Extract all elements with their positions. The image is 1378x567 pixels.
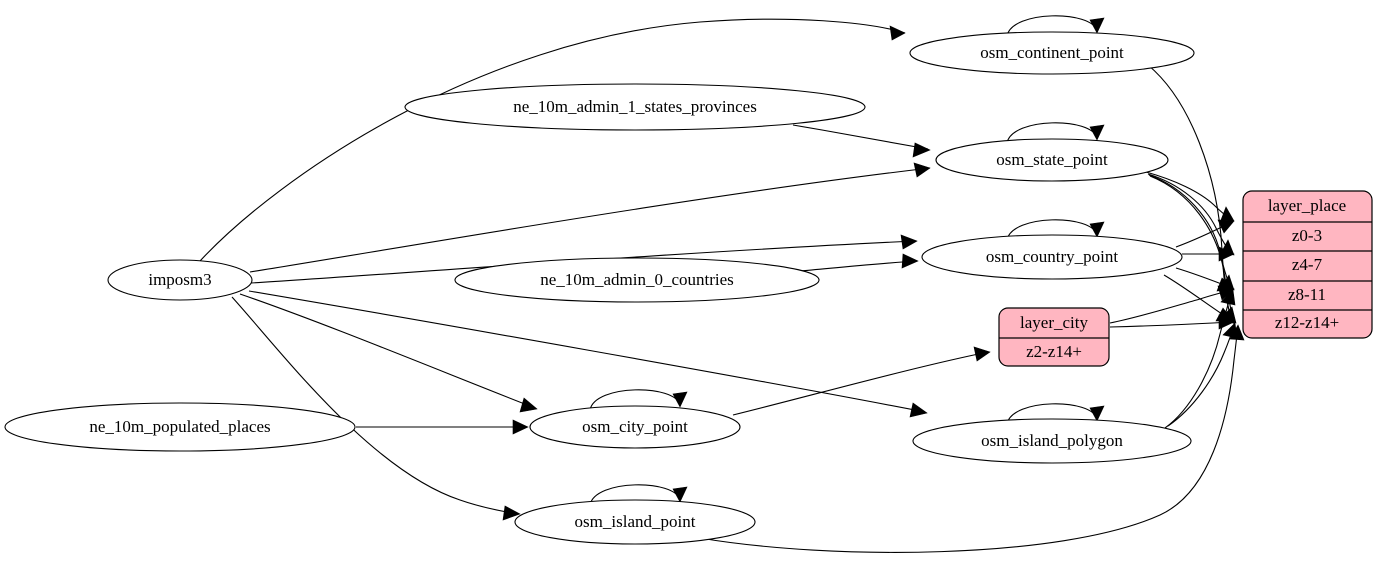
edge-osm_island_polygon-to-layer_place-z12	[1167, 322, 1238, 427]
node-layer: imposm3 ne_10m_admin_1_states_provinces …	[4, 31, 1195, 545]
edge-ne_10m_admin_0_countries-to-osm_country_point	[799, 253, 919, 272]
node-ne_10m_admin_1_states_provinces-label: ne_10m_admin_1_states_provinces	[513, 97, 757, 116]
node-imposm3[interactable]: imposm3	[107, 259, 253, 301]
node-osm_island_point-label: osm_island_point	[575, 512, 696, 531]
edge-layer_city-to-layer_place-z12	[1109, 314, 1235, 330]
node-osm_city_point-label: osm_city_point	[582, 417, 688, 436]
edge-imposm3-to-osm_continent_point	[199, 18, 906, 262]
record-layer_place-row-z8-11[interactable]: z8-11	[1288, 285, 1326, 304]
node-osm_state_point[interactable]: osm_state_point	[935, 138, 1169, 182]
edge-imposm3-to-osm_island_polygon	[248, 290, 928, 418]
node-osm_island_polygon-label: osm_island_polygon	[981, 431, 1123, 450]
edge-imposm3-to-osm_city_point	[239, 293, 538, 413]
edge-osm_city_point-to-layer_city-z2	[732, 346, 991, 416]
record-layer_place-row-z4-7[interactable]: z4-7	[1292, 255, 1323, 274]
node-ne_10m_populated_places[interactable]: ne_10m_populated_places	[4, 402, 356, 452]
edge-ne_10m_admin_1_states_provinces-to-osm_state_point	[792, 124, 931, 158]
edge-layer	[199, 15, 1245, 553]
edge-osm_country_point-to-layer_place-z4_7	[1182, 246, 1235, 262]
edge-imposm3-to-osm_island_point	[231, 296, 521, 521]
edge-osm_island_point-to-layer_place-z12	[699, 324, 1245, 553]
edge-ne_10m_populated_places-to-osm_city_point	[356, 419, 529, 435]
node-osm_state_point-label: osm_state_point	[996, 150, 1108, 169]
edge-osm_island_point-self-loop	[589, 484, 688, 506]
record-layer_place-header: layer_place	[1268, 196, 1346, 215]
node-osm_country_point-label: osm_country_point	[986, 247, 1118, 266]
node-osm_city_point[interactable]: osm_city_point	[529, 405, 741, 449]
record-layer_place-row-z0-3[interactable]: z0-3	[1292, 226, 1322, 245]
node-osm_island_point[interactable]: osm_island_point	[514, 499, 756, 545]
record-node-layer_place[interactable]: layer_place z0-3 z4-7 z8-11 z12-z14+	[1242, 190, 1373, 339]
record-node-layer_city[interactable]: layer_city z2-z14+	[998, 307, 1110, 367]
edge-osm_island_polygon-self-loop	[1006, 403, 1105, 425]
record-node-layer: layer_place z0-3 z4-7 z8-11 z12-z14+ lay…	[998, 190, 1373, 367]
node-ne_10m_admin_0_countries-label: ne_10m_admin_0_countries	[540, 270, 734, 289]
edge-osm_island_polygon-to-layer_place-z8_11	[1164, 289, 1236, 429]
node-osm_continent_point[interactable]: osm_continent_point	[909, 31, 1195, 75]
node-ne_10m_admin_0_countries[interactable]: ne_10m_admin_0_countries	[454, 257, 820, 303]
node-imposm3-label: imposm3	[148, 270, 211, 289]
record-layer_place-row-z12-z14plus[interactable]: z12-z14+	[1275, 313, 1339, 332]
edge-osm_country_point-self-loop	[1006, 219, 1105, 241]
edge-imposm3-to-osm_state_point	[249, 162, 931, 273]
edge-osm_city_point-self-loop	[589, 389, 688, 411]
node-ne_10m_populated_places-label: ne_10m_populated_places	[89, 417, 270, 436]
edge-osm_state_point-self-loop	[1006, 122, 1105, 144]
node-osm_island_polygon[interactable]: osm_island_polygon	[912, 418, 1192, 464]
node-ne_10m_admin_1_states_provinces[interactable]: ne_10m_admin_1_states_provinces	[404, 83, 866, 131]
node-osm_country_point[interactable]: osm_country_point	[921, 234, 1183, 280]
node-osm_continent_point-label: osm_continent_point	[980, 43, 1124, 62]
edge-layer_city-to-layer_place-z8_11	[1109, 285, 1235, 324]
edge-osm_country_point-to-layer_place-z0_3	[1175, 219, 1235, 248]
edge-osm_continent_point-self-loop	[1006, 15, 1105, 37]
record-layer_city-row-z2-z14plus[interactable]: z2-z14+	[1026, 342, 1082, 361]
record-layer_city-header: layer_city	[1020, 313, 1088, 332]
